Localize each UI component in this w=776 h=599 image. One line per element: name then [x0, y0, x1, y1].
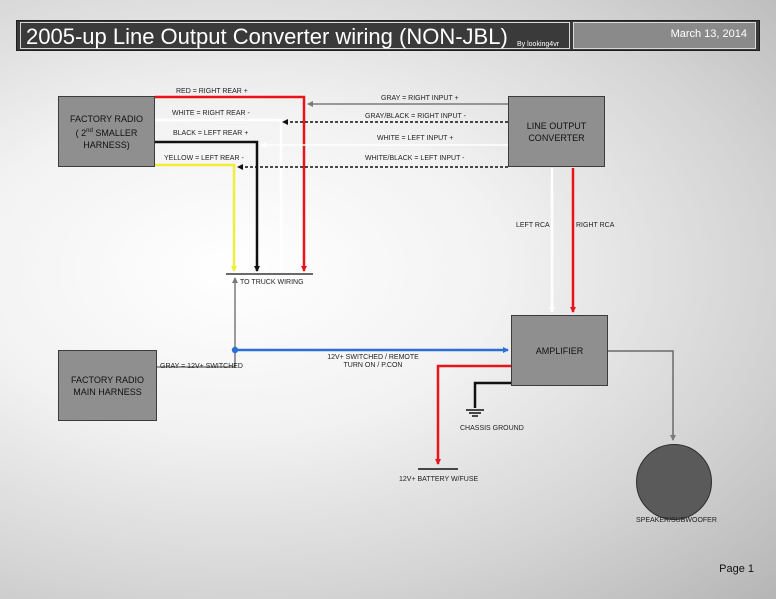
amplifier-label: AMPLIFIER: [535, 345, 584, 356]
label-black-wire: BLACK = LEFT REAR +: [173, 130, 249, 137]
battery-power-wire: [435, 364, 511, 465]
speaker-wire: [608, 350, 676, 441]
factory-radio-2nd-line3: HARNESS): [83, 139, 130, 150]
page-number: Page 1: [719, 563, 754, 575]
splice-dot: [231, 346, 239, 354]
amplifier-box: AMPLIFIER: [511, 315, 608, 386]
converter-line1: LINE OUTPUT: [526, 120, 587, 131]
label-white-wire: WHITE = RIGHT REAR -: [172, 110, 250, 117]
red-wire: [155, 95, 307, 272]
label-left-rca: LEFT RCA: [516, 222, 550, 229]
black-wire: [155, 140, 260, 272]
label-chassis-ground: CHASSIS GROUND: [460, 425, 524, 432]
factory-radio-2nd-line1: FACTORY RADIO: [69, 113, 144, 124]
label-gray-black-right-input-neg: GRAY/BLACK = RIGHT INPUT -: [365, 113, 466, 120]
diagram-date: March 13, 2014: [670, 28, 747, 40]
title-bar: 2005-up Line Output Converter wiring (NO…: [16, 20, 760, 51]
label-speaker-subwoofer: SPEAKER/SUBWOOFER: [636, 517, 717, 524]
speaker-subwoofer-icon: [636, 444, 712, 520]
converter-line2: CONVERTER: [528, 132, 585, 143]
label-battery: 12V+ BATTERY W/FUSE: [399, 476, 479, 483]
date-panel: March 13, 2014: [573, 22, 756, 49]
author-byline: By looking4vr: [517, 41, 560, 48]
line-output-converter-box: LINE OUTPUT CONVERTER: [508, 96, 605, 167]
label-remote-turn-on: 12V+ SWITCHED / REMOTE TURN ON / P.CON: [327, 354, 419, 369]
gray-12v-wire: [157, 350, 236, 368]
label-white-black-left-input-neg: WHITE/BLACK = LEFT INPUT -: [365, 155, 465, 162]
factory-radio-main-harness-box: FACTORY RADIO MAIN HARNESS: [58, 350, 157, 421]
label-right-rca: RIGHT RCA: [576, 222, 615, 229]
label-gray-right-input-pos: GRAY = RIGHT INPUT +: [381, 95, 459, 102]
label-red-wire: RED = RIGHT REAR +: [176, 88, 248, 95]
yellow-wire: [155, 163, 237, 272]
label-gray-12v-switched: GRAY = 12V+ SWITCHED: [160, 363, 243, 370]
main-harness-line2: MAIN HARNESS: [73, 386, 142, 397]
white-wire: [155, 118, 284, 272]
title-panel: 2005-up Line Output Converter wiring (NO…: [20, 22, 570, 49]
diagram-title: 2005-up Line Output Converter wiring (NO…: [26, 24, 508, 49]
label-yellow-wire: YELLOW = LEFT REAR -: [164, 155, 244, 162]
factory-radio-2nd-line2: ( 2nd SMALLER: [75, 127, 138, 138]
label-to-truck-wiring: TO TRUCK WIRING: [240, 279, 304, 286]
main-harness-line1: FACTORY RADIO: [70, 374, 145, 385]
ground-wire: [473, 381, 511, 408]
label-white-left-input-pos: WHITE = LEFT INPUT +: [377, 135, 454, 142]
factory-radio-2nd-harness-box: FACTORY RADIO ( 2nd SMALLER HARNESS): [58, 96, 155, 167]
